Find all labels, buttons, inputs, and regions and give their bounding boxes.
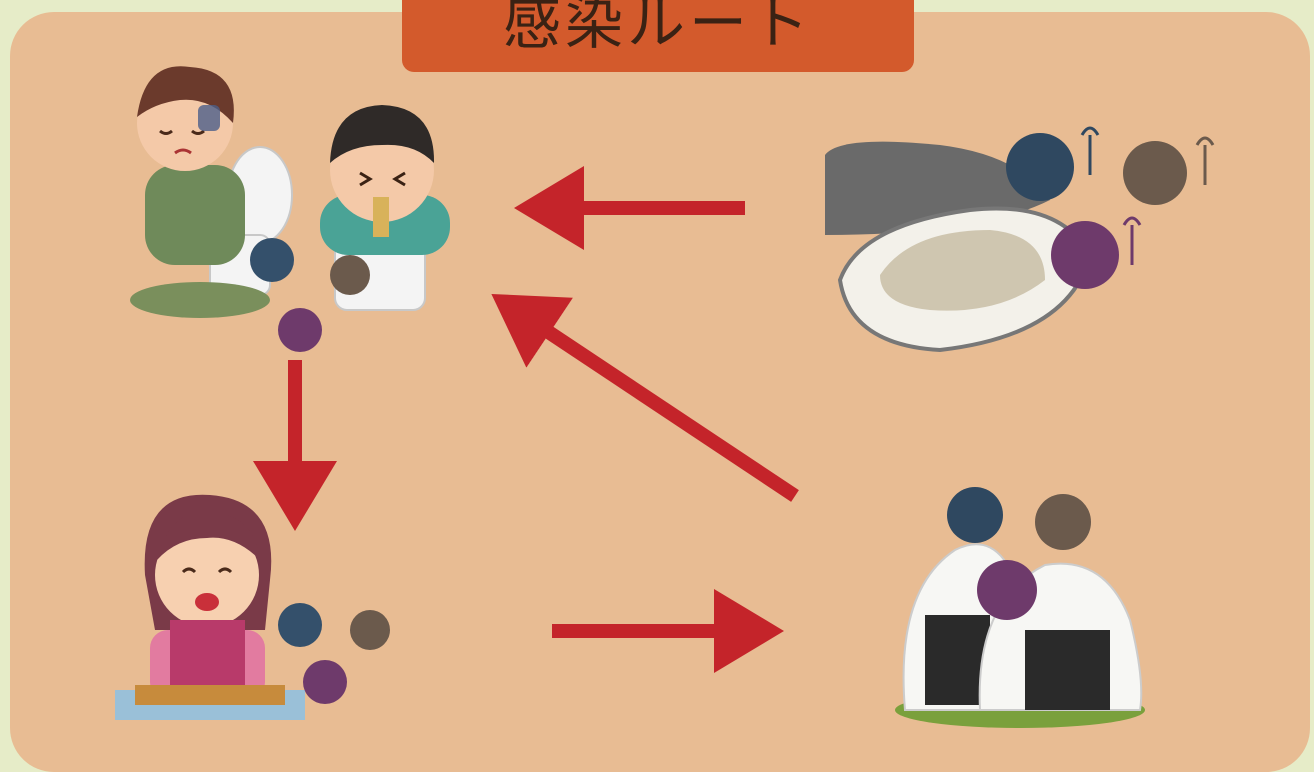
germ-icon — [947, 487, 1091, 620]
sick-children-toilet-icon — [130, 66, 450, 352]
germ-icon — [278, 603, 390, 704]
germ-icon — [250, 238, 370, 352]
title-banner: 感染ルート — [402, 0, 914, 72]
rice-balls-with-norovirus-icon — [895, 487, 1145, 728]
germ-icon — [1006, 133, 1187, 289]
arrow-rice-balls-to-sick-children — [491, 293, 799, 502]
woman-cooking-icon — [115, 494, 390, 720]
diagram-title: 感染ルート — [502, 0, 813, 57]
oyster-with-norovirus-icon — [825, 126, 1215, 353]
